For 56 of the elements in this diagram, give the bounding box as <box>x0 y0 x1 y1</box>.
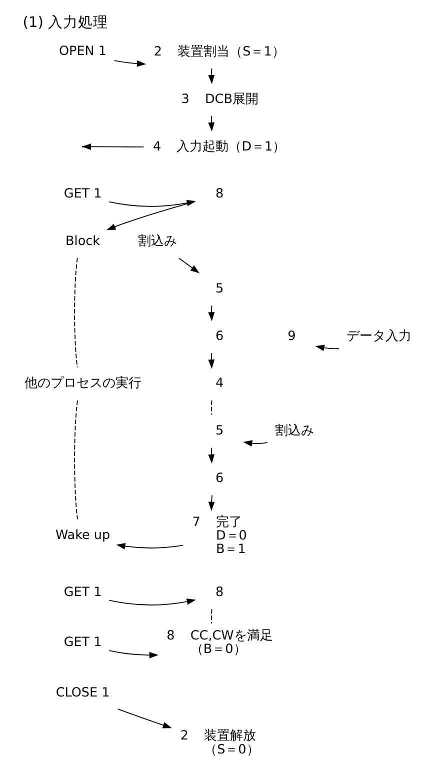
node-text: 3 <box>181 92 190 108</box>
node-text: GET 1 <box>64 186 102 202</box>
node-label: 装置解放 <box>204 728 256 744</box>
node-text: 8 <box>166 628 175 644</box>
node-text: 割込み <box>138 234 178 249</box>
node-label: （B＝0） <box>190 642 246 658</box>
arrow <box>82 144 144 150</box>
node-text: 6 <box>216 328 224 344</box>
node-text: 割込み <box>274 424 314 439</box>
node-text: CLOSE 1 <box>56 685 110 700</box>
arrow <box>208 494 215 511</box>
arrow <box>208 352 215 369</box>
arrow <box>208 68 215 84</box>
node-text: 6 <box>216 471 224 486</box>
node-label: DCB展開 <box>205 92 258 108</box>
node-label: B＝1 <box>216 542 246 558</box>
node-label: （S＝0） <box>204 742 260 758</box>
arrow <box>108 650 158 658</box>
arrow <box>315 344 340 352</box>
connector <box>74 400 78 520</box>
node-label: CC,CWを満足 <box>190 628 273 644</box>
node-text: 5 <box>216 424 224 439</box>
arrow <box>114 60 146 67</box>
connector <box>74 258 78 368</box>
node-text: 2 <box>180 728 188 744</box>
node-text: 他のプロセスの実行 <box>24 376 142 392</box>
arrow <box>208 115 215 132</box>
node-label: 完了 <box>216 514 242 530</box>
node-text: 2 <box>154 44 162 60</box>
node-text: 8 <box>216 186 224 202</box>
node-label: 装置割当（S＝1） <box>178 44 285 60</box>
arrow <box>208 305 215 322</box>
node-text: 7 <box>192 514 200 530</box>
arrow <box>116 543 184 550</box>
node-text: 4 <box>216 376 224 392</box>
node-text: Wake up <box>55 528 110 544</box>
arrow <box>243 440 268 446</box>
node-text: データ入力 <box>346 328 412 344</box>
node-text: 9 <box>288 328 296 344</box>
diagram-title: (1) 入力処理 <box>22 14 108 31</box>
arrow <box>178 258 200 274</box>
arrow <box>208 447 215 464</box>
connector <box>210 608 212 624</box>
connector <box>210 400 212 416</box>
node-text: Block <box>66 234 100 249</box>
node-text: GET 1 <box>64 635 102 650</box>
node-text: 4 <box>153 139 162 154</box>
node-text: OPEN 1 <box>59 44 107 60</box>
node-text: 5 <box>216 281 224 296</box>
arrow <box>108 598 196 606</box>
node-text: GET 1 <box>64 585 102 600</box>
arrow <box>118 708 172 728</box>
node-text: 8 <box>216 585 224 600</box>
node-label: D＝0 <box>216 528 247 544</box>
node-label: 入力起動（D＝1） <box>176 139 286 154</box>
arrow <box>106 201 196 230</box>
